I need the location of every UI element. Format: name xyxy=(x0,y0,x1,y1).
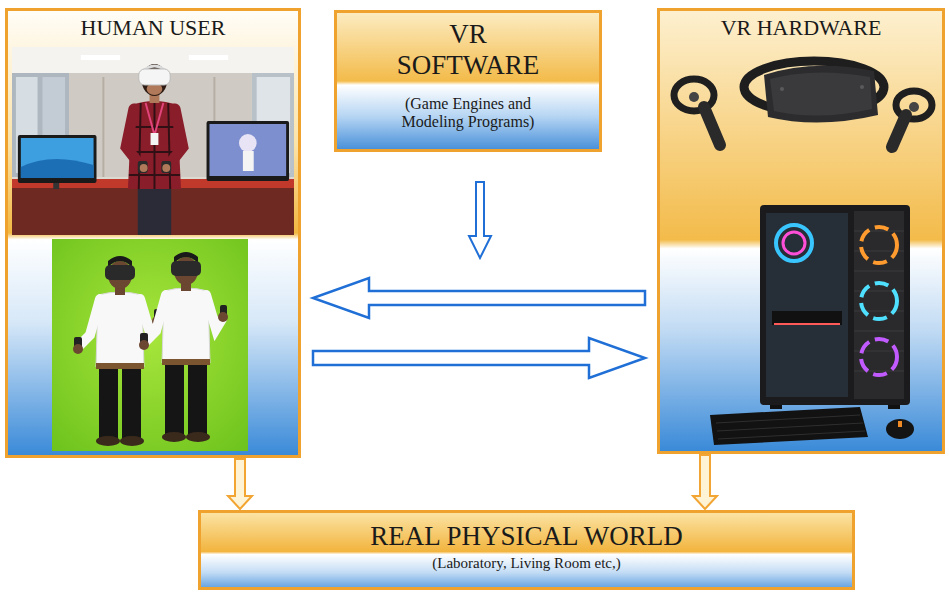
connector-arrow xyxy=(313,278,645,318)
software-down-arrow xyxy=(469,182,491,258)
box-title: VR HARDWARE xyxy=(666,15,936,40)
component-box: HUMAN USER xyxy=(5,8,301,458)
office-vr-photo xyxy=(12,47,294,235)
box-title: REAL PHYSICAL WORLD xyxy=(207,521,846,552)
connector-arrow xyxy=(228,459,252,509)
component-box: VR SOFTWARE (Game Engines and Modeling Pr… xyxy=(334,10,602,152)
box-subtitle: (Game Engines and Modeling Programs) xyxy=(383,95,553,132)
component-box: VR HARDWARE xyxy=(657,8,945,454)
connector-arrow xyxy=(693,455,717,509)
green-screen-photo xyxy=(52,239,248,451)
connector-arrow xyxy=(313,338,645,378)
gaming-pc xyxy=(690,201,940,451)
box-title: HUMAN USER xyxy=(14,15,292,40)
box-title: VR SOFTWARE xyxy=(397,19,540,81)
box-subtitle: (Laboratory, Living Room etc,) xyxy=(207,555,846,572)
vr-headset-controllers xyxy=(664,45,942,155)
component-box: REAL PHYSICAL WORLD (Laboratory, Living R… xyxy=(198,510,855,590)
